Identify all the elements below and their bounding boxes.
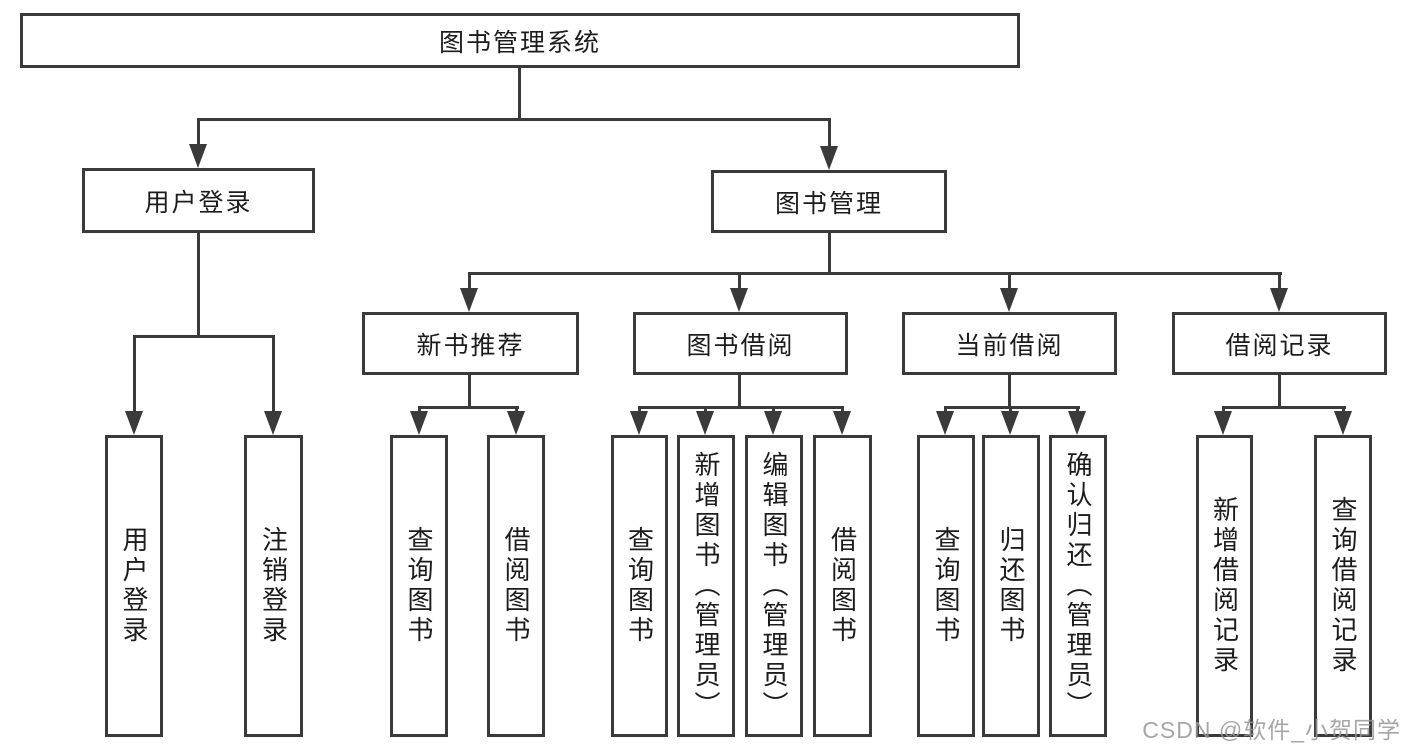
node-borrow-records: 借阅记录: [1172, 312, 1387, 375]
leaf-add-borrow-record: 新增借阅记录: [1196, 435, 1253, 737]
connector-drop-edit-books-admin: [772, 406, 775, 414]
arrowhead-query-borrow-record: [1334, 411, 1352, 435]
connector-book-management-bar: [468, 272, 1282, 275]
node-user-login: 用户登录: [82, 168, 315, 233]
connector-borrow-records-stem: [1278, 375, 1281, 409]
arrowhead-edit-books-admin: [764, 411, 782, 435]
connector-drop-borrow-books-borrow: [841, 406, 844, 414]
connector-drop-user-login-leaf: [133, 335, 136, 415]
leaf-edit-books-admin: 编辑图书（管理员）: [745, 435, 803, 737]
leaf-user-login: 用户登录: [105, 435, 163, 737]
connector-drop-query-books-current: [944, 406, 947, 414]
arrowhead-book-borrowing: [730, 288, 748, 312]
arrowhead-query-books-borrow: [630, 411, 648, 435]
arrowhead-borrow-books-borrow: [833, 411, 851, 435]
connector-current-borrowing-stem: [1008, 375, 1011, 409]
arrowhead-user-login: [189, 144, 207, 168]
arrowhead-book-management: [820, 146, 838, 170]
arrowhead-query-books-current: [936, 411, 954, 435]
connector-drop-add-books-admin: [704, 406, 707, 414]
arrowhead-query-books-new: [410, 411, 428, 435]
leaf-add-books-admin: 新增图书（管理员）: [677, 435, 735, 737]
arrowhead-logout-leaf: [264, 411, 282, 435]
connector-drop-new-book-recommend: [468, 272, 471, 290]
connector-drop-borrow-records: [1278, 272, 1281, 290]
leaf-borrow-books-borrow: 借阅图书: [813, 435, 872, 737]
leaf-query-books-current: 查询图书: [917, 435, 975, 737]
connector-book-management-stem: [828, 233, 831, 275]
leaf-query-borrow-record: 查询借阅记录: [1314, 435, 1372, 737]
connector-drop-query-books-new: [418, 406, 421, 414]
connector-root-bar: [197, 118, 831, 121]
node-root-library-system: 图书管理系统: [20, 13, 1020, 68]
arrowhead-confirm-return: [1068, 411, 1086, 435]
leaf-logout: 注销登录: [244, 435, 303, 737]
leaf-return-books: 归还图书: [982, 435, 1040, 737]
arrowhead-user-login-leaf: [125, 411, 143, 435]
connector-user-login-stem: [197, 233, 200, 338]
connector-drop-book-management: [828, 118, 831, 148]
connector-drop-current-borrowing: [1008, 272, 1011, 290]
connector-drop-confirm-return: [1076, 406, 1079, 414]
arrowhead-return-books: [1001, 411, 1019, 435]
connector-drop-book-borrowing: [738, 272, 741, 290]
connector-book-borrowing-bar: [638, 406, 844, 409]
connector-drop-user-login: [197, 118, 200, 146]
leaf-borrow-books-new: 借阅图书: [487, 435, 545, 737]
connector-drop-logout-leaf: [272, 335, 275, 415]
connector-drop-query-borrow-record: [1342, 406, 1345, 414]
arrowhead-borrow-books-new: [507, 411, 525, 435]
connector-user-login-bar: [133, 335, 275, 338]
connector-new-book-recommend-bar: [418, 406, 519, 409]
arrowhead-add-borrow-record: [1214, 411, 1232, 435]
connector-new-book-recommend-stem: [468, 375, 471, 409]
connector-drop-return-books: [1009, 406, 1012, 414]
leaf-confirm-return-admin: 确认归还（管理员）: [1049, 435, 1107, 737]
csdn-watermark: CSDN @软件_小贺同学: [1142, 717, 1401, 743]
connector-drop-add-borrow-record: [1222, 406, 1225, 414]
connector-root-stem: [518, 68, 521, 118]
arrowhead-current-borrowing: [1000, 288, 1018, 312]
connector-current-borrowing-bar: [944, 406, 1080, 409]
connector-drop-borrow-books-new: [515, 406, 518, 414]
connector-drop-query-books-borrow: [638, 406, 641, 414]
leaf-query-books-new: 查询图书: [390, 435, 448, 737]
arrowhead-add-books-admin: [696, 411, 714, 435]
connector-book-borrowing-stem: [738, 375, 741, 409]
connector-borrow-records-bar: [1222, 406, 1346, 409]
leaf-query-books-borrow: 查询图书: [611, 435, 668, 737]
arrowhead-new-book-recommend: [460, 288, 478, 312]
arrowhead-borrow-records: [1270, 288, 1288, 312]
node-new-book-recommend: 新书推荐: [362, 312, 579, 375]
node-book-borrowing: 图书借阅: [633, 312, 848, 375]
node-current-borrowing: 当前借阅: [902, 312, 1117, 375]
node-book-management: 图书管理: [711, 170, 947, 233]
